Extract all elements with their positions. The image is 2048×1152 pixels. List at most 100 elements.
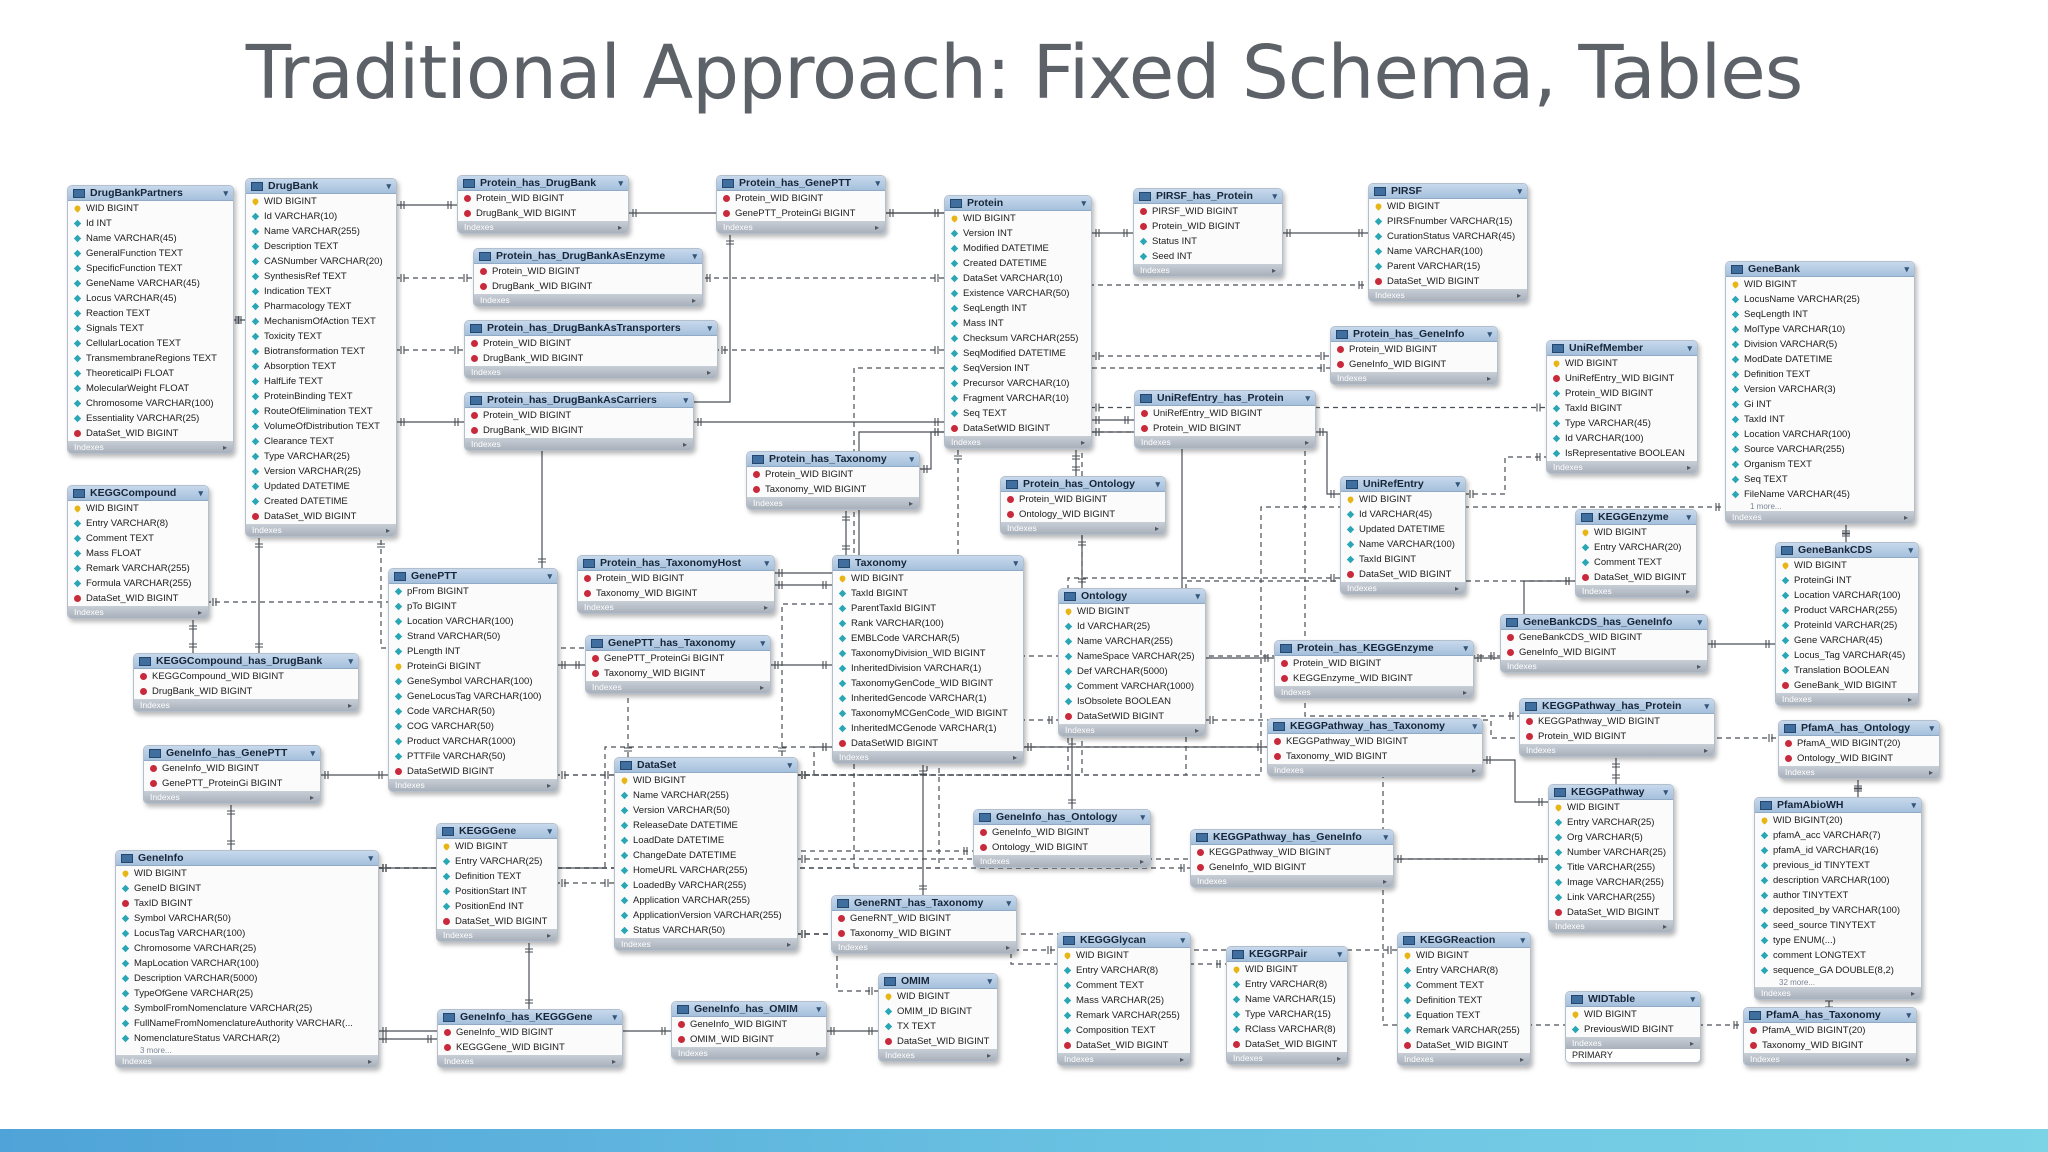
table-column[interactable]: GenePTT_ProteinGi BIGINT [586, 651, 770, 666]
indexes-footer[interactable]: Indexes▸ [1275, 686, 1473, 698]
table-column[interactable]: WID BIGINT [1058, 948, 1190, 963]
indexes-footer[interactable]: Indexes▸ [1566, 1037, 1700, 1049]
table-header[interactable]: Protein_has_GeneInfo▾ [1331, 327, 1497, 342]
chevron-down-icon[interactable]: ▾ [1663, 786, 1668, 797]
table-column[interactable]: Translation BOOLEAN [1776, 663, 1918, 678]
table-column[interactable]: Taxonomy_WID BIGINT [747, 482, 919, 497]
table-column[interactable]: Definition TEXT [1726, 367, 1914, 382]
table-column[interactable]: EMBLCode VARCHAR(5) [833, 631, 1023, 646]
table-column[interactable]: Id VARCHAR(45) [1341, 507, 1465, 522]
table-keggpathway-has-taxonomy[interactable]: KEGGPathway_has_Taxonomy▾KEGGPathway_WID… [1267, 718, 1483, 777]
chevron-down-icon[interactable]: ▾ [1013, 557, 1018, 568]
table-column[interactable]: DataSetWID BIGINT [1059, 709, 1205, 724]
table-column[interactable]: DrugBank_WID BIGINT [458, 206, 628, 221]
table-column[interactable]: TypeOfGene VARCHAR(25) [116, 986, 378, 1001]
table-column[interactable]: WID BIGINT [1341, 492, 1465, 507]
table-column[interactable]: Type VARCHAR(25) [246, 449, 396, 464]
table-column[interactable]: Created DATETIME [246, 494, 396, 509]
indexes-footer[interactable]: Indexes▸ [945, 436, 1091, 448]
table-column[interactable]: description VARCHAR(100) [1755, 873, 1921, 888]
table-column[interactable]: Comment TEXT [1058, 978, 1190, 993]
indexes-footer[interactable]: Indexes▸ [1576, 585, 1696, 597]
table-header[interactable]: GenePTT_has_Taxonomy▾ [586, 636, 770, 651]
expand-arrow-icon[interactable]: ▸ [1696, 661, 1701, 671]
indexes-footer[interactable]: Indexes▸ [1268, 764, 1482, 776]
indexes-footer[interactable]: Indexes▸ [474, 294, 702, 306]
table-column[interactable]: Gi INT [1726, 397, 1914, 412]
table-column[interactable]: Comment VARCHAR(1000) [1059, 679, 1205, 694]
table-pfam-abio-wh[interactable]: PfamAbioWH▾WID BIGINT(20)pfamA_acc VARCH… [1754, 797, 1922, 1000]
table-column[interactable]: GeneInfo_WID BIGINT [672, 1017, 826, 1032]
table-column[interactable]: DataSet_WID BIGINT [246, 509, 396, 524]
table-column[interactable]: Reaction TEXT [68, 306, 233, 321]
table-keggpathway-has-gene-info[interactable]: KEGGPathway_has_GeneInfo▾KEGGPathway_WID… [1190, 829, 1394, 888]
table-column[interactable]: ApplicationVersion VARCHAR(255) [615, 908, 797, 923]
table-column[interactable]: Definition TEXT [437, 869, 557, 884]
table-column[interactable]: DrugBank_WID BIGINT [134, 684, 358, 699]
table-column[interactable]: PfamA_WID BIGINT(20) [1779, 736, 1939, 751]
table-pfam-a-has-ontology[interactable]: PfamA_has_Ontology▾PfamA_WID BIGINT(20)O… [1778, 720, 1940, 779]
table-column[interactable]: NomenclatureStatus VARCHAR(2) [116, 1031, 378, 1046]
table-column[interactable]: CurationStatus VARCHAR(45) [1369, 229, 1527, 244]
table-column[interactable]: DataSetWID BIGINT [389, 764, 557, 779]
indexes-footer[interactable]: Indexes▸ [68, 441, 233, 453]
table-column[interactable]: Protein_WID BIGINT [1001, 492, 1165, 507]
table-header[interactable]: KEGGRPair▾ [1227, 947, 1347, 962]
table-column[interactable]: Id INT [68, 216, 233, 231]
chevron-down-icon[interactable]: ▾ [987, 975, 992, 986]
chevron-down-icon[interactable]: ▾ [348, 655, 353, 666]
indexes-footer[interactable]: Indexes▸ [586, 681, 770, 693]
table-column[interactable]: WID BIGINT [68, 501, 208, 516]
table-header[interactable]: GeneInfo▾ [116, 851, 378, 866]
table-header[interactable]: Protein_has_Ontology▾ [1001, 477, 1165, 492]
table-column[interactable]: DataSet_WID BIGINT [68, 426, 233, 441]
table-pfam-a-has-taxonomy[interactable]: PfamA_has_Taxonomy▾PfamA_WID BIGINT(20)T… [1743, 1007, 1917, 1066]
table-column[interactable]: SeqLength INT [945, 301, 1091, 316]
table-header[interactable]: Protein_has_DrugBankAsCarriers▾ [465, 393, 693, 408]
table-column[interactable]: Mass VARCHAR(25) [1058, 993, 1190, 1008]
table-column[interactable]: WID BIGINT [1549, 800, 1673, 815]
table-column[interactable]: Toxicity TEXT [246, 329, 396, 344]
table-column[interactable]: WID BIGINT [1398, 948, 1530, 963]
expand-arrow-icon[interactable]: ▸ [1703, 745, 1708, 755]
table-column[interactable]: Version VARCHAR(3) [1726, 382, 1914, 397]
table-column[interactable]: Protein_WID BIGINT [1135, 421, 1315, 436]
table-header[interactable]: KEGGGlycan▾ [1058, 933, 1190, 948]
table-column[interactable]: RouteOfElimination TEXT [246, 404, 396, 419]
table-column[interactable]: RClass VARCHAR(8) [1227, 1022, 1347, 1037]
expand-arrow-icon[interactable]: ▸ [691, 295, 696, 305]
table-column[interactable]: GeneRNT_WID BIGINT [832, 911, 1016, 926]
more-columns-note[interactable]: 32 more... [1779, 978, 1816, 987]
table-header[interactable]: KEGGPathway▾ [1549, 785, 1673, 800]
indexes-footer[interactable]: Indexes▸ [246, 524, 396, 536]
table-column[interactable]: DataSet_WID BIGINT [1398, 1038, 1530, 1053]
table-column[interactable]: WID BIGINT [68, 201, 233, 216]
indexes-footer[interactable]: Indexes▸ [974, 855, 1150, 867]
table-column[interactable]: author TINYTEXT [1755, 888, 1921, 903]
indexes-footer[interactable]: Indexes▸ [134, 699, 358, 711]
table-column[interactable]: Signals TEXT [68, 321, 233, 336]
table-header[interactable]: UniRefEntry▾ [1341, 477, 1465, 492]
table-column[interactable]: Status VARCHAR(50) [615, 923, 797, 938]
table-column[interactable]: FileName VARCHAR(45) [1726, 487, 1914, 502]
table-column[interactable]: GeneID BIGINT [116, 881, 378, 896]
table-column[interactable]: DataSetWID BIGINT [945, 421, 1091, 436]
table-header[interactable]: GeneBankCDS▾ [1776, 543, 1918, 558]
indexes-footer[interactable]: Indexes▸ [389, 779, 557, 791]
table-column[interactable]: GeneSymbol VARCHAR(100) [389, 674, 557, 689]
expand-arrow-icon[interactable]: ▸ [874, 222, 879, 232]
indexes-footer[interactable]: Indexes▸ [1058, 1053, 1190, 1065]
table-column[interactable]: KEGGEnzyme_WID BIGINT [1275, 671, 1473, 686]
table-column[interactable]: pfamA_id VARCHAR(16) [1755, 843, 1921, 858]
expand-arrow-icon[interactable]: ▸ [1005, 942, 1010, 952]
chevron-down-icon[interactable]: ▾ [1704, 700, 1709, 711]
table-column[interactable]: KEGGPathway_WID BIGINT [1191, 845, 1393, 860]
table-column[interactable]: TaxonomyMCGenCode_WID BIGINT [833, 706, 1023, 721]
table-column[interactable]: Organism TEXT [1726, 457, 1914, 472]
table-column[interactable]: Protein_WID BIGINT [1547, 386, 1697, 401]
